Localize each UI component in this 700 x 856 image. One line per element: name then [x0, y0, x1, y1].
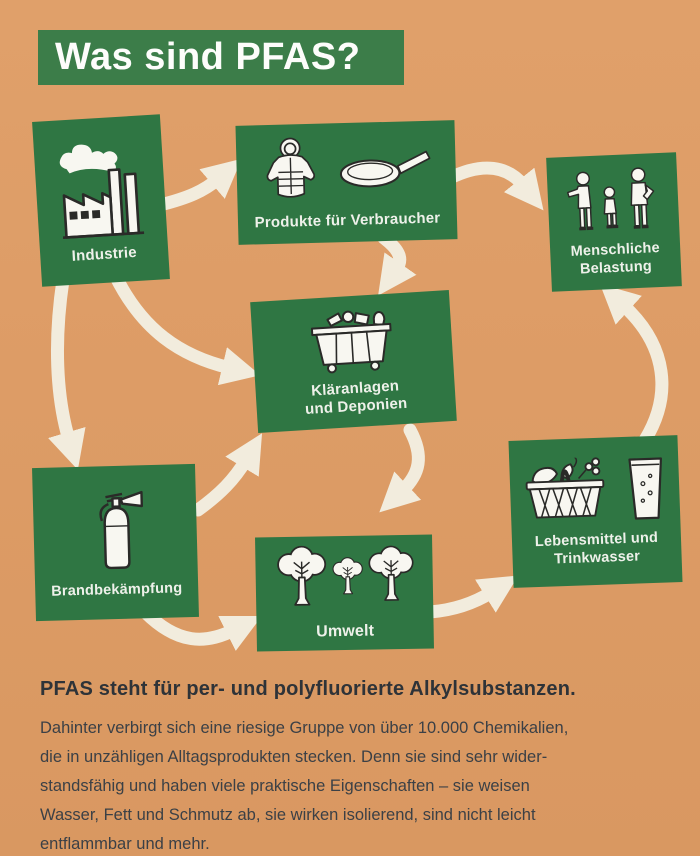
footer-text: PFAS steht für per- und polyfluorierte A… — [40, 678, 672, 856]
factory-icon — [59, 144, 145, 239]
node-label: Lebensmittel und Trinkwasser — [534, 530, 659, 568]
node-klaeranlagen: Kläranlagen und Deponien — [250, 290, 457, 433]
arrow-produkte-klaeranlagen — [377, 231, 417, 296]
node-umwelt: Umwelt — [255, 534, 434, 652]
trees-icon — [275, 544, 415, 606]
footer-line: die in unzähligen Alltagsprodukten steck… — [40, 748, 548, 766]
water-glass-icon — [627, 457, 662, 520]
frying-pan-icon — [339, 150, 430, 188]
node-brand: Brandbekämpfung — [32, 463, 199, 622]
arrow-brand-klaeranlagen — [191, 433, 263, 517]
dumpster-icon — [310, 310, 392, 374]
arrow-klaeranlagen-umwelt — [379, 423, 425, 513]
page-title: Was sind PFAS? — [38, 30, 404, 85]
food-basket-icon — [525, 456, 604, 519]
node-industrie: Industrie — [32, 114, 170, 287]
arrow-lebensmittel-menschliche — [599, 283, 669, 447]
node-lebensmittel: Lebensmittel und Trinkwasser — [508, 435, 683, 588]
footer-line: standsfähig und haben viele praktische E… — [40, 777, 530, 795]
footer-line: Wasser, Fett und Schmutz ab, sie wirken … — [40, 806, 536, 824]
node-produkte: Produkte für Verbraucher — [235, 120, 458, 245]
node-label: Umwelt — [315, 622, 375, 641]
node-label: Industrie — [71, 243, 138, 265]
footer-line: entflammbar und mehr. — [40, 835, 210, 853]
arrow-brand-umwelt — [138, 605, 262, 651]
node-label: Menschliche Belastung — [570, 239, 661, 278]
jacket-icon — [266, 137, 315, 198]
fire-extinguisher-icon — [98, 491, 143, 570]
footer-heading: PFAS steht für per- und polyfluorierte A… — [40, 678, 576, 700]
arrow-industrie-klaeranlagen — [108, 268, 261, 386]
node-label: Produkte für Verbraucher — [254, 209, 441, 232]
arrow-industrie-produkte — [153, 158, 242, 212]
node-label: Kläranlagen und Deponien — [304, 376, 408, 419]
node-menschliche: Menschliche Belastung — [546, 152, 682, 292]
family-icon — [566, 167, 655, 231]
arrow-produkte-menschliche — [443, 161, 544, 211]
arrow-industrie-brand — [48, 273, 86, 470]
arrow-umwelt-lebensmittel — [423, 575, 519, 619]
footer-line: Dahinter verbirgt sich eine riesige Grup… — [40, 719, 569, 737]
node-label: Brandbekämpfung — [51, 580, 183, 600]
